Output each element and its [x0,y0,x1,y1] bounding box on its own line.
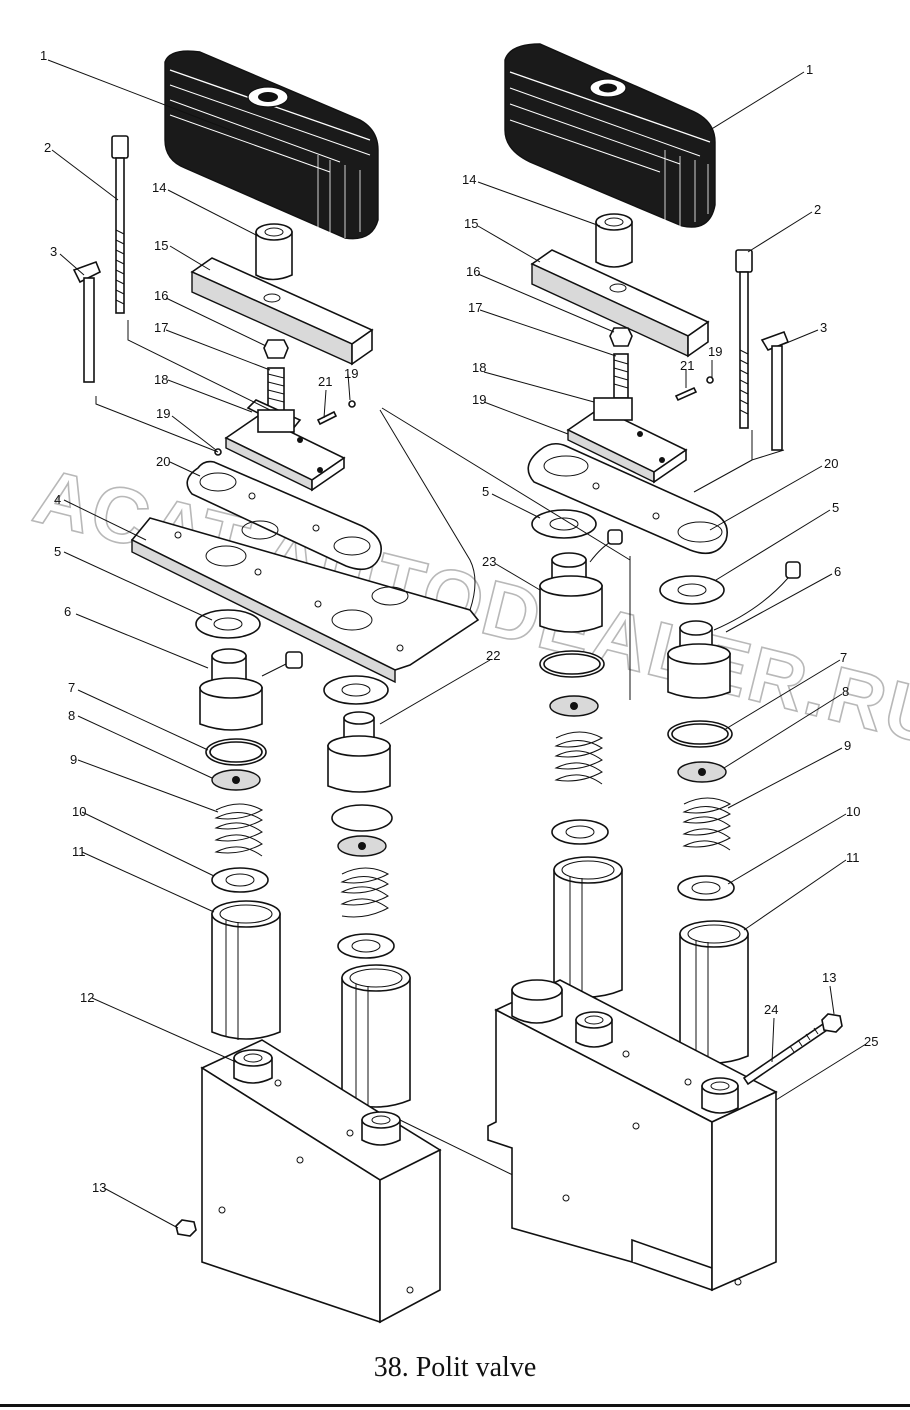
left-small-nut [175,1219,197,1237]
right-label-19a: 19 [708,344,722,359]
right-label-8: 8 [842,684,849,699]
right-column-b [659,561,801,1064]
left-label-20: 20 [156,454,170,469]
right-label-19b: 19 [472,392,486,407]
right-label-9: 9 [844,738,851,753]
left-label-8: 8 [68,708,75,723]
diagram-caption: 38. Polit valve [373,1352,537,1383]
right-long-bolt [735,249,753,429]
left-column-a [195,609,303,1040]
left-label-4: 4 [54,492,61,507]
right-label-5b: 5 [832,500,839,515]
right-label-5a: 5 [482,484,489,499]
right-label-25: 25 [864,1034,878,1049]
right-valve-body [487,979,778,1292]
left-label-10: 10 [72,804,86,819]
right-label-1: 1 [806,62,813,77]
right-nut [609,327,633,347]
left-bracket [224,399,346,492]
left-mounting-plate [130,409,480,684]
left-handle-grip [164,50,379,240]
left-pin [72,260,102,383]
left-label-19a: 19 [344,366,358,381]
left-ring-19a [348,400,356,408]
left-label-3: 3 [50,244,57,259]
right-pin-21 [674,386,698,402]
right-bushing [595,213,633,268]
right-handle-grip [504,43,716,228]
left-label-12: 12 [80,990,94,1005]
right-label-15: 15 [464,216,478,231]
left-valve-body [200,1039,561,1324]
left-label-14: 14 [152,180,166,195]
right-label-16: 16 [466,264,480,279]
left-bushing [255,223,293,281]
left-label-1: 1 [40,48,47,63]
right-gasket [527,442,728,555]
right-label-20: 20 [824,456,838,471]
right-label-13: 13 [822,970,836,985]
left-pin-21 [316,410,338,426]
right-label-21: 21 [680,358,694,373]
right-bracket [566,397,688,484]
left-label-15: 15 [154,238,168,253]
left-label-19b: 19 [156,406,170,421]
right-label-23: 23 [482,554,496,569]
right-stud [613,353,629,399]
right-small-nut [821,1013,843,1033]
left-nut [263,339,289,359]
left-label-17: 17 [154,320,168,335]
left-label-21: 21 [318,374,332,389]
left-column-b [323,675,411,1108]
watermark-text: ACAT.AUTODEALER.RU [26,451,910,762]
right-label-24: 24 [764,1002,778,1017]
right-label-14: 14 [462,172,476,187]
left-label-11: 11 [72,844,86,859]
left-label-2: 2 [44,140,51,155]
left-label-6: 6 [64,604,71,619]
left-stud [267,367,285,413]
left-label-5: 5 [54,544,61,559]
left-valve-assembly: 1 2 3 14 15 16 17 18 21 19 19 20 4 5 6 2… [40,48,561,1324]
right-label-2: 2 [814,202,821,217]
right-label-6: 6 [834,564,841,579]
right-bar [530,249,710,358]
right-label-3: 3 [820,320,827,335]
right-column-a [531,509,623,998]
left-label-9: 9 [70,752,77,767]
left-label-18: 18 [154,372,168,387]
right-pin [760,330,790,451]
right-valve-assembly: 1 14 15 2 16 3 17 19 21 18 19 20 5 5 23 … [381,43,878,1292]
right-label-17: 17 [468,300,482,315]
left-long-bolt [111,135,129,314]
left-label-13: 13 [92,1180,106,1195]
left-label-22: 22 [486,648,500,663]
right-ring-19 [706,376,714,384]
right-label-7: 7 [840,650,847,665]
left-label-16: 16 [154,288,168,303]
bottom-rule [0,1404,910,1407]
left-gasket [186,460,382,571]
right-label-18: 18 [472,360,486,375]
right-label-10: 10 [846,804,860,819]
right-label-11: 11 [846,850,860,865]
left-bar [190,257,374,366]
left-label-7: 7 [68,680,75,695]
